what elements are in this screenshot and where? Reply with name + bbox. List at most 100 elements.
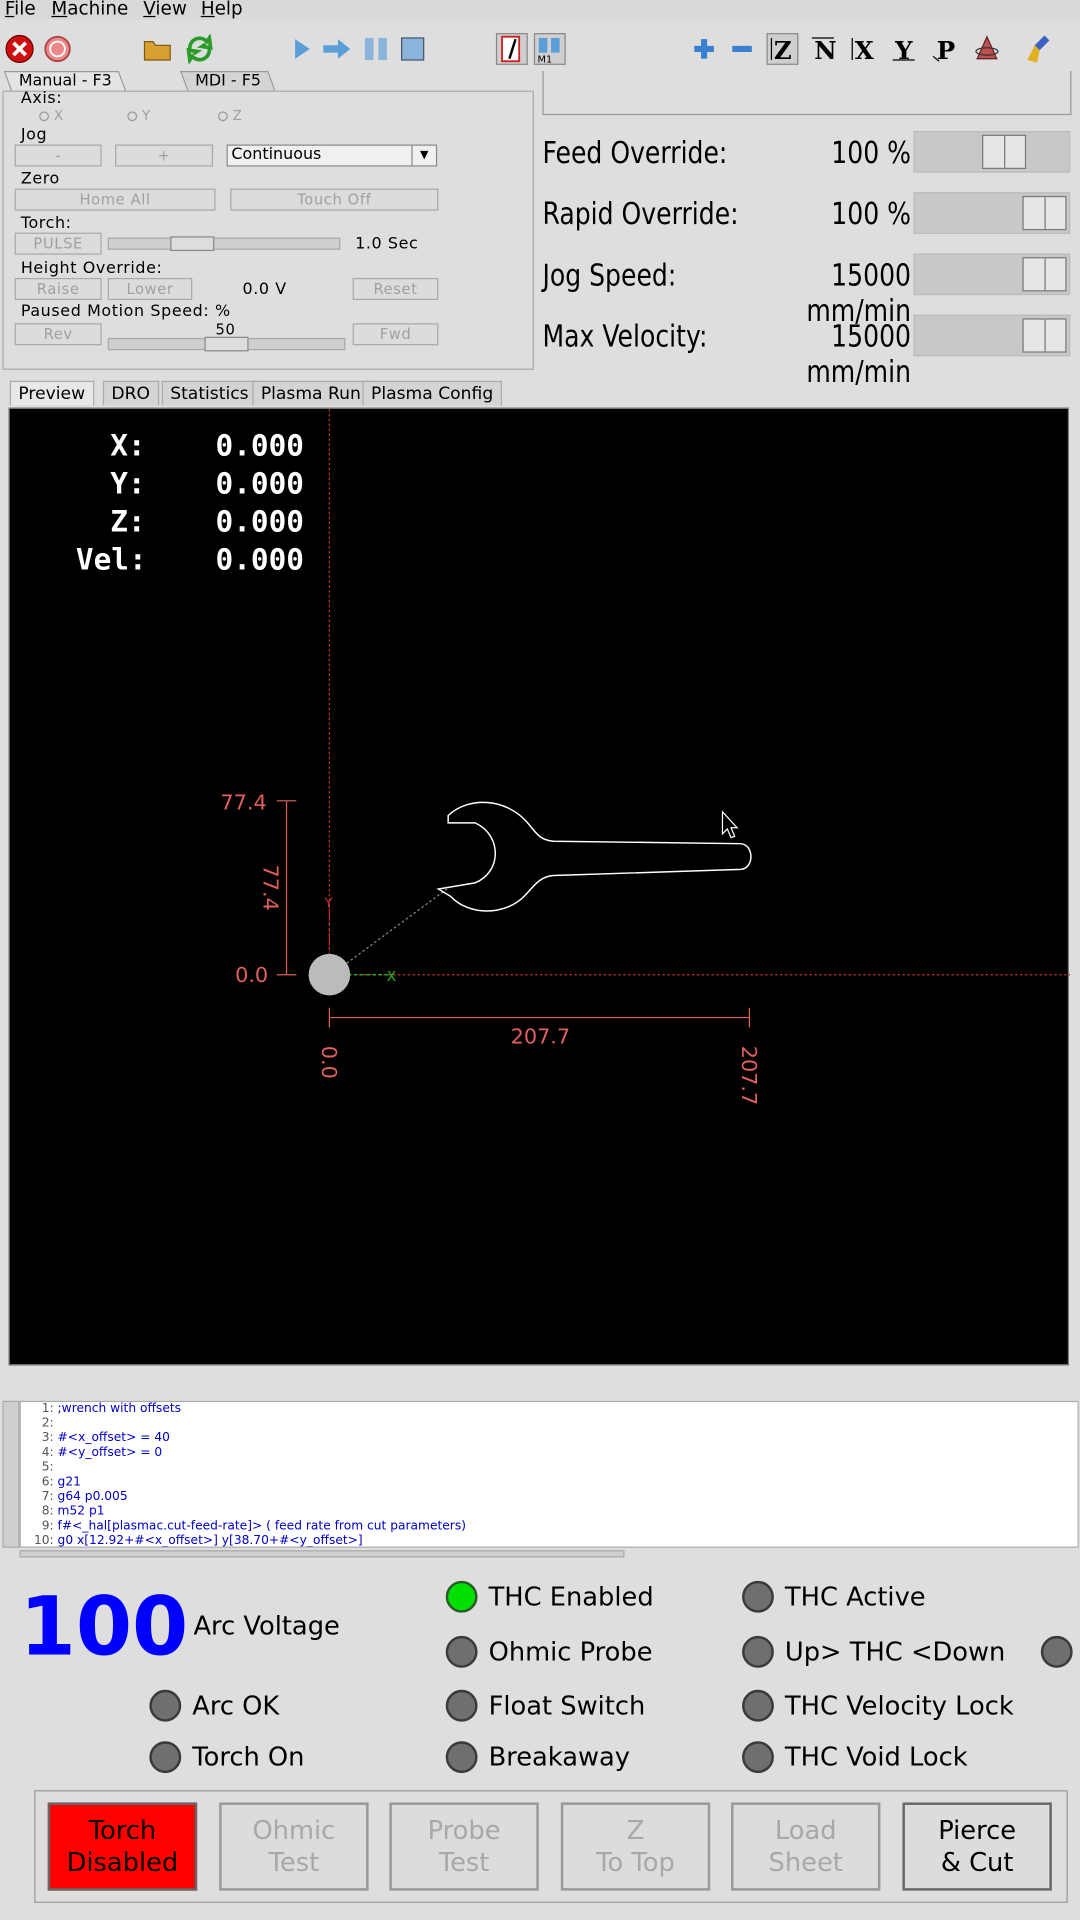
raise-button[interactable]: Raise xyxy=(14,277,102,301)
estop-icon[interactable] xyxy=(4,33,36,65)
jog-plus-button[interactable]: + xyxy=(115,144,214,167)
dro-y-value: 0.000 xyxy=(215,466,304,501)
tab-statistics[interactable]: Statistics xyxy=(161,380,258,406)
code-line[interactable]: 3: #<x_offset> = 40 xyxy=(21,1431,1078,1446)
paused-speed-slider-handle[interactable] xyxy=(204,336,249,352)
manual-frame xyxy=(2,90,534,370)
tab-mdi[interactable]: MDI - F5 xyxy=(180,71,276,91)
probe-test-button[interactable]: Probe Test xyxy=(389,1802,539,1891)
pierce-cut-button[interactable]: Pierce & Cut xyxy=(902,1802,1052,1891)
dro-x-value: 0.000 xyxy=(215,428,304,463)
tab-plasma-run[interactable]: Plasma Run xyxy=(252,380,370,406)
view-p-icon[interactable]: P xyxy=(928,33,960,65)
code-line[interactable]: 1: ;wrench with offsets xyxy=(21,1402,1078,1417)
zoom-out-icon[interactable] xyxy=(726,33,758,65)
menu-view[interactable]: View xyxy=(143,0,187,20)
clear-plot-icon[interactable] xyxy=(1026,33,1058,65)
pulse-button[interactable]: PULSE xyxy=(14,232,102,255)
feed-override-slider[interactable] xyxy=(913,131,1071,173)
step-icon[interactable] xyxy=(321,33,353,65)
axis-z-radio[interactable]: Z xyxy=(217,108,242,124)
pause-icon[interactable] xyxy=(360,33,392,65)
code-line[interactable]: 8: m52 p1 xyxy=(21,1505,1078,1520)
zoom-in-icon[interactable] xyxy=(688,33,720,65)
rapid-override-slider[interactable] xyxy=(913,192,1071,234)
menu-help[interactable]: Help xyxy=(200,0,243,20)
code-line[interactable]: 5: xyxy=(21,1461,1078,1476)
pulse-slider-handle[interactable] xyxy=(170,236,215,252)
touch-off-button[interactable]: Touch Off xyxy=(230,188,439,211)
preview-canvas[interactable]: X Y 77.4 0.0 77.4 207.7 0.0 207.7 X: xyxy=(8,407,1071,1366)
axis-x-radio[interactable]: X xyxy=(39,108,63,124)
dro-vel-label: Vel: xyxy=(75,542,147,577)
view-x-icon[interactable]: X xyxy=(847,33,879,65)
thc-void-lock-indicator: THC Void Lock xyxy=(742,1741,968,1774)
max-velocity-handle[interactable] xyxy=(1022,318,1067,353)
axis-y-radio[interactable]: Y xyxy=(127,108,150,124)
code-line-number: 2: xyxy=(41,1416,58,1431)
code-line-text: ;wrench with offsets xyxy=(57,1402,182,1416)
view-z-icon[interactable]: Z xyxy=(766,33,799,65)
fwd-button[interactable]: Fwd xyxy=(352,323,439,346)
led-off-icon xyxy=(445,1635,478,1668)
rapid-override-handle[interactable] xyxy=(1022,195,1067,231)
jog-mode-select[interactable]: Continuous ▼ xyxy=(226,144,438,167)
dro-x-label: X: xyxy=(110,428,146,463)
code-hscrollbar[interactable] xyxy=(19,1550,625,1558)
code-line[interactable]: 9: f#<_hal[plasmac.cut-feed-rate]> ( fee… xyxy=(21,1520,1078,1535)
svg-text:Z: Z xyxy=(774,36,792,64)
torch-disabled-button[interactable]: Torch Disabled xyxy=(47,1802,198,1891)
code-line-number: 1: xyxy=(41,1402,58,1416)
code-line-text: #<y_offset> = 0 xyxy=(57,1446,163,1460)
view-z2-icon[interactable]: N xyxy=(807,33,839,65)
jog-minus-button[interactable]: - xyxy=(14,144,102,167)
load-sheet-button[interactable]: Load Sheet xyxy=(731,1802,881,1891)
led-off-icon xyxy=(1040,1635,1073,1668)
code-line[interactable]: 6: g21 xyxy=(21,1476,1078,1491)
tab-manual[interactable]: Manual - F3 xyxy=(3,71,126,91)
y-axis-letter: Y xyxy=(323,896,333,911)
max-velocity-slider[interactable] xyxy=(913,314,1071,357)
led-on-icon xyxy=(445,1580,478,1613)
code-line-number: 3: xyxy=(41,1431,58,1445)
thc-velocity-lock-indicator: THC Velocity Lock xyxy=(742,1689,1014,1722)
optional-stop-icon[interactable]: M1 xyxy=(533,33,566,65)
open-file-icon[interactable] xyxy=(142,33,174,65)
ohmic-test-button[interactable]: Ohmic Test xyxy=(219,1802,369,1891)
tab-plasma-config[interactable]: Plasma Config xyxy=(362,380,502,406)
jog-speed-label: Jog Speed: xyxy=(542,257,677,293)
reload-icon[interactable] xyxy=(184,33,216,65)
jog-speed-slider[interactable] xyxy=(913,253,1071,296)
block-delete-icon[interactable] xyxy=(495,33,528,65)
reset-button[interactable]: Reset xyxy=(352,277,439,301)
run-icon[interactable] xyxy=(285,33,317,65)
code-line[interactable]: 4: #<y_offset> = 0 xyxy=(21,1446,1078,1461)
tab-preview[interactable]: Preview xyxy=(9,380,94,406)
z-to-top-button[interactable]: Z To Top xyxy=(560,1802,711,1891)
lower-button[interactable]: Lower xyxy=(107,277,193,301)
menu-file[interactable]: File xyxy=(4,0,36,20)
home-all-button[interactable]: Home All xyxy=(14,188,216,211)
jog-mode-value: Continuous xyxy=(231,145,322,165)
code-line[interactable]: 2: xyxy=(21,1417,1078,1432)
rev-button[interactable]: Rev xyxy=(14,323,102,346)
code-line-text: m52 p1 xyxy=(57,1504,105,1519)
wrench-toolpath xyxy=(436,801,752,912)
code-line[interactable]: 7: g64 p0.005 xyxy=(21,1490,1078,1505)
led-off-icon xyxy=(149,1741,182,1774)
tab-dro[interactable]: DRO xyxy=(102,380,159,406)
pulse-slider[interactable] xyxy=(107,237,341,250)
y-origin-label: 0.0 xyxy=(235,963,268,987)
rotate-icon[interactable] xyxy=(971,33,1003,65)
view-y-icon[interactable]: Y xyxy=(888,33,920,65)
stop-icon[interactable] xyxy=(397,33,429,65)
torch-position-marker xyxy=(308,953,351,996)
menu-machine[interactable]: Machine xyxy=(51,0,129,20)
code-line[interactable]: 10: g0 x[12.92+#<x_offset>] y[38.70+#<y_… xyxy=(21,1534,1078,1546)
feed-override-handle[interactable] xyxy=(982,134,1027,169)
jog-speed-handle[interactable] xyxy=(1022,257,1067,292)
code-scrollbar[interactable] xyxy=(2,1400,20,1548)
power-icon[interactable] xyxy=(42,33,74,65)
